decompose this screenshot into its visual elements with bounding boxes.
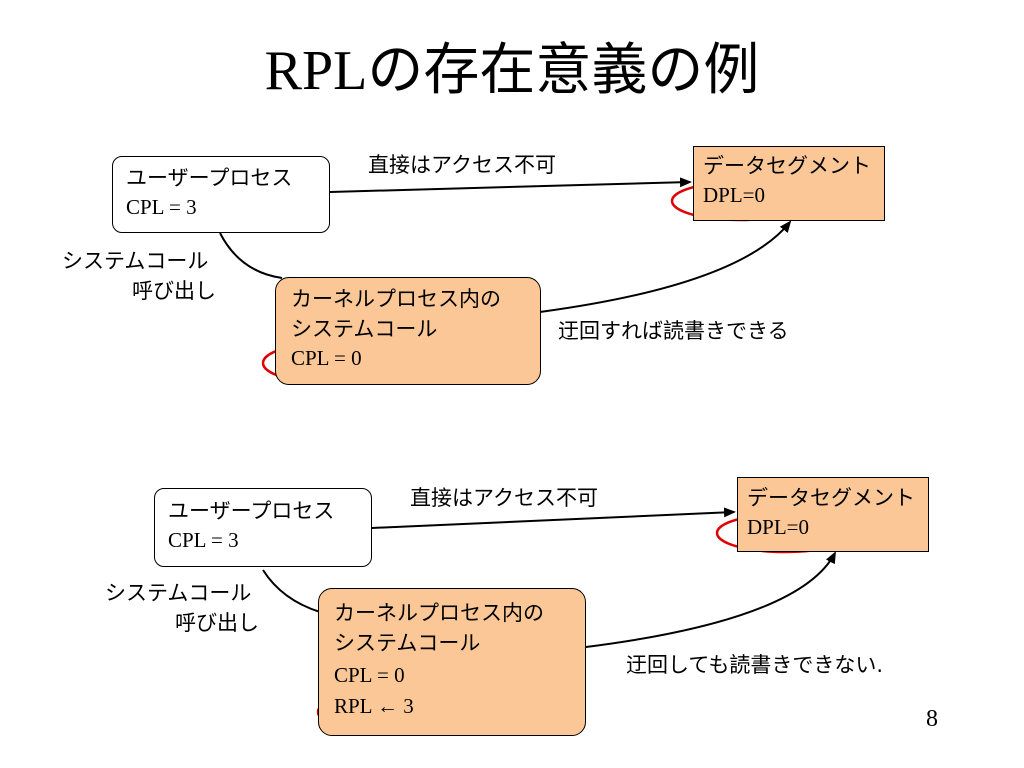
direct-access-label-2: 直接はアクセス不可 [410, 486, 598, 510]
kernel-box-line1-2: カーネルプロセス内の [334, 601, 544, 625]
user-process-box-2: ユーザープロセス CPL = 3 [154, 488, 372, 567]
syscall-label-line1-2: システムコール [105, 581, 252, 605]
data-segment-dpl-1: DPL=0 [703, 183, 766, 207]
user-process-box-1: ユーザープロセス CPL = 3 [112, 156, 330, 233]
user-process-cpl-2: CPL = 3 [168, 528, 239, 552]
data-segment-dpl-2: DPL=0 [747, 515, 810, 539]
data-segment-box-1: データセグメント DPL=0 [693, 146, 885, 221]
user-process-cpl-1: CPL = 3 [126, 195, 197, 219]
kernel-syscall-box-1: カーネルプロセス内の システムコール CPL = 0 [275, 277, 541, 385]
direct-access-arrow-1 [329, 177, 692, 193]
user-process-title-1: ユーザープロセス [126, 166, 293, 190]
syscall-curve-2 [262, 569, 321, 613]
detour-arrow-2 [585, 551, 836, 648]
kernel-syscall-box-2: カーネルプロセス内の システムコール CPL = 0 RPL ← 3 [318, 588, 586, 736]
page-number: 8 [926, 706, 938, 732]
kernel-box-rpl-2: RPL ← 3 [334, 694, 414, 718]
direct-access-label-1: 直接はアクセス不可 [368, 153, 556, 177]
syscall-curve-1 [219, 232, 283, 279]
direct-access-arrow-2 [371, 507, 736, 529]
kernel-box-cpl-2: CPL = 0 [334, 663, 405, 687]
kernel-box-line1-1: カーネルプロセス内の [291, 287, 501, 311]
detour-label-1: 迂回すれば読書きできる [558, 319, 789, 343]
data-segment-box-2: データセグメント DPL=0 [737, 477, 929, 552]
syscall-label-line1-1: システムコール [62, 249, 209, 273]
data-segment-title-2: データセグメント [747, 486, 915, 510]
kernel-box-line2-1: システムコール [291, 317, 438, 341]
data-segment-title-1: データセグメント [703, 154, 871, 178]
user-process-title-2: ユーザープロセス [168, 499, 335, 523]
detour-arrow-1 [539, 220, 792, 313]
syscall-label-line2-1: 呼び出し [132, 279, 216, 303]
kernel-box-cpl-1: CPL = 0 [291, 346, 362, 370]
syscall-label-line2-2: 呼び出し [175, 611, 259, 635]
slide-title: RPLの存在意義の例 [264, 40, 760, 102]
kernel-box-line2-2: システムコール [334, 631, 481, 655]
detour-label-2: 迂回しても読書きできない. [626, 653, 883, 677]
